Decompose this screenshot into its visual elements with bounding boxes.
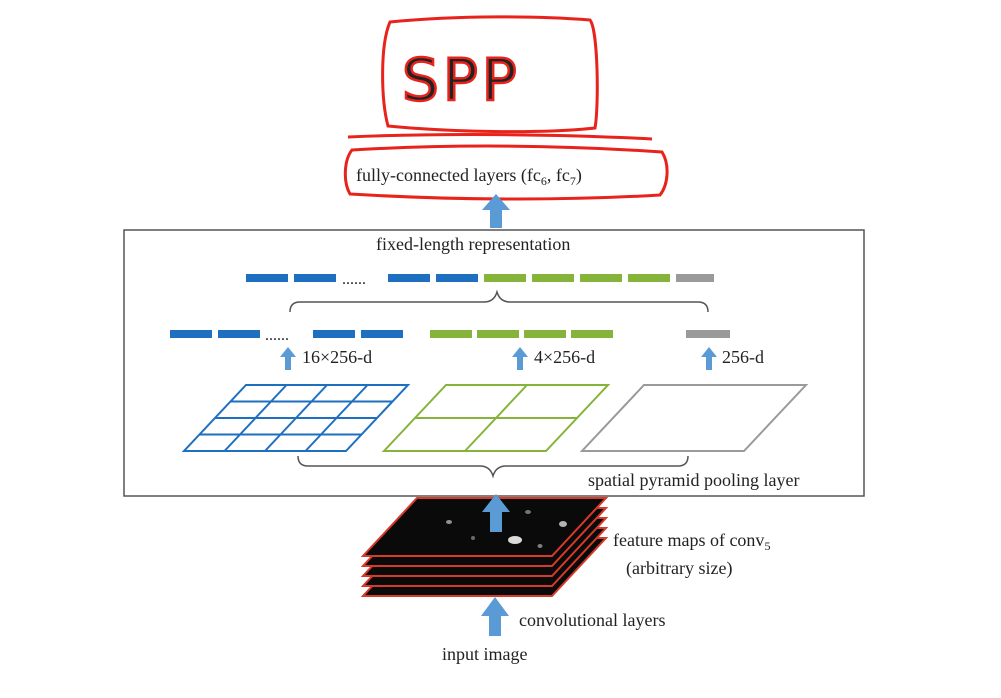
vector-segment-green	[580, 274, 622, 282]
conv-layers-label: convolutional layers	[519, 610, 665, 630]
vector-4-bins	[430, 330, 613, 338]
arrow-to-fc	[482, 194, 510, 228]
arrow-16-bins	[280, 347, 296, 370]
grid-1x1	[579, 384, 809, 452]
concat-brace	[289, 289, 709, 313]
vector-segment-gray	[676, 274, 714, 282]
activation-spot	[471, 536, 475, 540]
arbitrary-size-label: (arbitrary size)	[626, 558, 732, 579]
feature-maps-label: feature maps of conv5	[613, 530, 770, 553]
vector-segment-green	[532, 274, 574, 282]
feature-map-top	[360, 497, 609, 557]
vector-16-dots: ......	[265, 327, 289, 344]
activation-spot	[559, 521, 567, 527]
activation-spot	[508, 536, 522, 544]
dim-4-label: 4×256-d	[534, 347, 595, 367]
arrow-1-bin	[701, 347, 717, 370]
dim-16-label: 16×256-d	[302, 347, 372, 367]
vector-segment-blue	[294, 274, 336, 282]
vector-segment-green	[484, 274, 526, 282]
spp-layer-label: spatial pyramid pooling layer	[588, 470, 799, 490]
pooling-brace	[297, 455, 689, 479]
vector-segment-blue	[436, 274, 478, 282]
input-image-label: input image	[442, 644, 527, 664]
fixed-length-label: fixed-length representation	[376, 234, 570, 254]
annotation-box	[381, 15, 599, 134]
activation-spot	[446, 520, 452, 524]
grid-4x4	[181, 384, 411, 452]
arrow-to-spp	[482, 494, 510, 532]
fixed-length-vector: ......	[246, 271, 714, 288]
activation-spot	[537, 544, 543, 548]
vector-1-bin	[686, 330, 730, 338]
annotation-label: SPP	[402, 46, 521, 114]
grid-2x2	[381, 384, 611, 452]
arrow-4-bins	[512, 347, 528, 370]
vector-dots: ......	[342, 271, 366, 288]
vector-segment-blue	[246, 274, 288, 282]
fc-layers-label: fully-connected layers (fc6, fc7)	[356, 165, 582, 188]
feature-map-stack	[360, 497, 609, 597]
vector-segment-green	[628, 274, 670, 282]
vector-segment-blue	[388, 274, 430, 282]
vector-16-bins: ......	[170, 327, 403, 344]
handwritten-annotation: SPP	[343, 15, 669, 201]
arrow-from-input	[481, 597, 509, 636]
annotation-fc-ellipse	[343, 144, 669, 201]
spp-box	[123, 229, 865, 497]
dim-1-label: 256-d	[722, 347, 764, 367]
activation-spot	[525, 510, 531, 514]
annotation-underline	[347, 133, 653, 141]
